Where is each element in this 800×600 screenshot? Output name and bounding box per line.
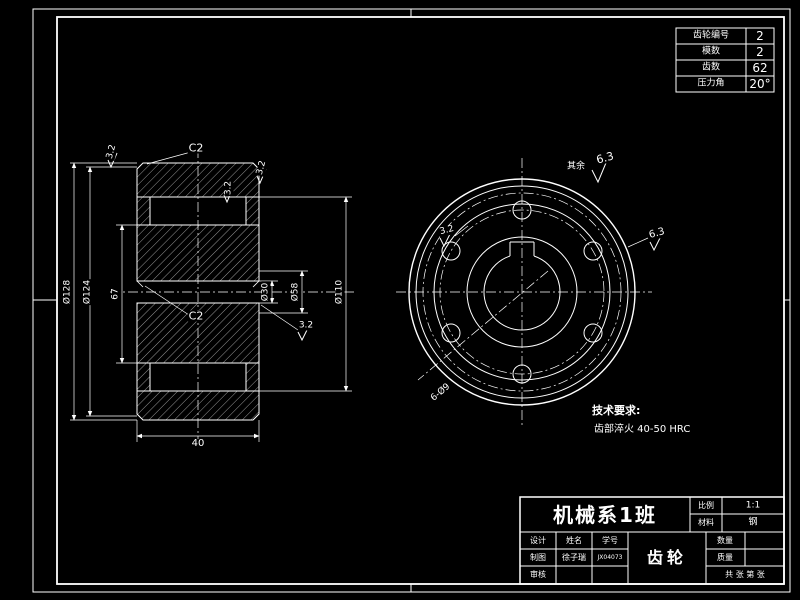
dim-hub-diameter: Ø58 bbox=[290, 281, 301, 303]
scale-label: 比例 bbox=[697, 501, 715, 510]
dim-bore-diameter: Ø30 bbox=[260, 281, 271, 303]
tb-col-name: 姓名 bbox=[565, 536, 583, 545]
tech-req-title: 技术要求: bbox=[592, 404, 641, 417]
tb-col-design: 设计 bbox=[529, 536, 547, 545]
tech-req-line: 齿部淬火 40-50 HRC bbox=[594, 424, 691, 435]
tb-draft-name: 徐子瑞 bbox=[561, 553, 587, 562]
material-value: 钢 bbox=[747, 517, 759, 528]
param-row-label: 齿数 bbox=[700, 62, 722, 73]
qty-label: 数量 bbox=[716, 536, 734, 545]
mass-label: 质量 bbox=[716, 553, 734, 562]
part-name: 齿轮 bbox=[645, 548, 689, 567]
chamfer-label: C2 bbox=[187, 309, 205, 323]
roughness-rest-label: 其余 bbox=[565, 161, 587, 172]
tb-row-check: 审核 bbox=[529, 570, 547, 579]
param-row-label: 模数 bbox=[700, 46, 722, 57]
roughness-value: 3.2 bbox=[297, 320, 315, 331]
title-block-school: 机械系1班 bbox=[552, 503, 658, 527]
scale-value: 1:1 bbox=[744, 500, 762, 511]
param-row-value: 62 bbox=[751, 61, 769, 75]
dim-hub-length: 67 bbox=[110, 287, 121, 301]
dim-pitch-diameter: Ø124 bbox=[82, 278, 93, 306]
drawing-frame bbox=[32, 8, 791, 593]
dim-outer-diameter: Ø128 bbox=[62, 278, 73, 306]
param-row-label: 齿轮编号 bbox=[691, 30, 731, 41]
sheet-label: 共 张 第 张 bbox=[724, 570, 766, 579]
dim-recess-diameter: Ø110 bbox=[334, 278, 345, 306]
chamfer-label: C2 bbox=[187, 141, 205, 155]
param-row-value: 2 bbox=[755, 29, 765, 43]
roughness-value: 3.2 bbox=[223, 179, 234, 197]
param-row-value: 20° bbox=[748, 77, 772, 91]
title-block-grid bbox=[519, 496, 785, 585]
front-view-geometry bbox=[396, 157, 663, 428]
tb-row-draft: 制图 bbox=[529, 553, 547, 562]
param-table-grid bbox=[675, 27, 775, 93]
param-row-value: 2 bbox=[755, 45, 765, 59]
param-row-label: 压力角 bbox=[696, 78, 726, 89]
dim-width: 40 bbox=[190, 438, 206, 449]
tb-draft-number: JX04073 bbox=[596, 554, 624, 561]
material-label: 材料 bbox=[697, 518, 715, 527]
tb-col-number: 学号 bbox=[601, 536, 619, 545]
